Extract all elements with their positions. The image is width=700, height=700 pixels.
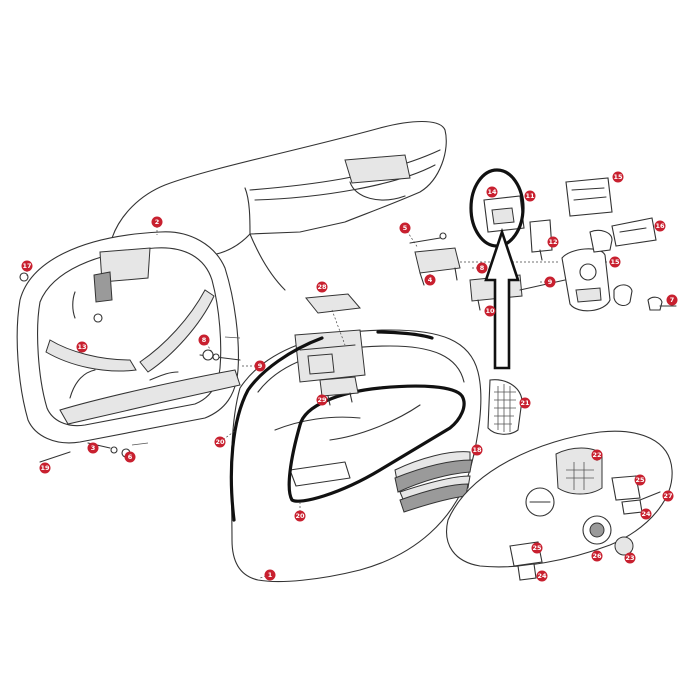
svg-text:15: 15 <box>613 173 623 181</box>
callout-15-bottom: 15 <box>609 256 621 268</box>
callout-9-lock: 9 <box>544 276 556 288</box>
callout-4: 4 <box>424 274 436 286</box>
svg-text:29: 29 <box>317 396 327 404</box>
callout-29: 29 <box>316 394 328 406</box>
top-mount-plate <box>111 121 447 291</box>
callout-27: 27 <box>662 490 674 502</box>
callout-26: 26 <box>591 550 603 562</box>
svg-text:8: 8 <box>202 336 207 344</box>
pointer-arrow <box>484 227 520 370</box>
callout-10: 10 <box>484 305 496 317</box>
svg-text:7: 7 <box>670 296 675 304</box>
svg-text:15: 15 <box>610 258 620 266</box>
callout-2: 2 <box>151 216 163 228</box>
svg-text:28: 28 <box>317 283 327 291</box>
svg-text:14: 14 <box>487 188 497 196</box>
callout-3: 3 <box>87 442 99 454</box>
svg-text:13: 13 <box>77 343 86 351</box>
svg-text:4: 4 <box>428 276 433 284</box>
lock-mechanism <box>409 177 677 312</box>
callout-11: 11 <box>524 190 536 202</box>
callout-23: 23 <box>624 552 636 564</box>
svg-text:1: 1 <box>268 571 273 579</box>
svg-text:5: 5 <box>403 224 408 232</box>
svg-text:27: 27 <box>663 492 672 500</box>
svg-text:9: 9 <box>548 278 553 286</box>
callout-21: 21 <box>519 397 531 409</box>
svg-text:23: 23 <box>625 554 634 562</box>
top-rim-highlight <box>376 330 434 340</box>
svg-text:24: 24 <box>641 510 651 518</box>
callout-6: 6 <box>124 451 136 463</box>
svg-text:9: 9 <box>258 362 263 370</box>
callout-20-gasket: 20 <box>294 510 306 522</box>
svg-text:8: 8 <box>480 264 485 272</box>
left-case-inner-shell <box>16 231 241 444</box>
side-rim-highlight <box>229 336 324 522</box>
svg-text:3: 3 <box>91 444 96 452</box>
callout-25-bottom: 25 <box>531 542 543 554</box>
svg-text:25: 25 <box>635 476 645 484</box>
svg-text:21: 21 <box>520 399 530 407</box>
svg-text:12: 12 <box>548 238 557 246</box>
svg-text:19: 19 <box>40 464 50 472</box>
callout-8-left: 8 <box>198 334 210 346</box>
svg-text:20: 20 <box>215 438 225 446</box>
callout-20-side: 20 <box>214 436 226 448</box>
svg-text:22: 22 <box>592 451 601 459</box>
callout-12: 12 <box>547 236 559 248</box>
svg-text:24: 24 <box>537 572 547 580</box>
callout-7: 7 <box>666 294 678 306</box>
callout-17: 17 <box>21 260 33 272</box>
cover-plate <box>305 293 361 346</box>
outer-side-cover <box>446 430 673 581</box>
callout-8-lock: 8 <box>476 262 488 274</box>
svg-text:16: 16 <box>655 222 665 230</box>
top-gasket-highlight <box>287 384 466 503</box>
callout-16: 16 <box>654 220 666 232</box>
main-case-shell <box>230 329 482 583</box>
svg-text:17: 17 <box>22 262 31 270</box>
svg-text:2: 2 <box>155 218 160 226</box>
svg-text:26: 26 <box>592 552 602 560</box>
callout-13: 13 <box>76 341 88 353</box>
callout-9-left: 9 <box>254 360 266 372</box>
callout-14: 14 <box>486 186 498 198</box>
svg-text:10: 10 <box>485 307 495 315</box>
callout-28: 28 <box>316 281 328 293</box>
svg-text:11: 11 <box>525 192 535 200</box>
callout-19: 19 <box>39 462 51 474</box>
svg-text:20: 20 <box>295 512 305 520</box>
callout-1: 1 <box>264 569 276 581</box>
callout-15-top: 15 <box>612 171 624 183</box>
reflector-panel <box>487 379 523 435</box>
callout-24-bottom: 24 <box>536 570 548 582</box>
callout-5: 5 <box>399 222 411 234</box>
svg-text:6: 6 <box>128 453 133 461</box>
callout-24-right: 24 <box>640 508 652 520</box>
svg-text:25: 25 <box>532 544 542 552</box>
callout-18: 18 <box>471 444 483 456</box>
callout-22: 22 <box>591 449 603 461</box>
svg-text:18: 18 <box>472 446 482 454</box>
callout-25-right: 25 <box>634 474 646 486</box>
latch-assembly <box>319 376 359 406</box>
